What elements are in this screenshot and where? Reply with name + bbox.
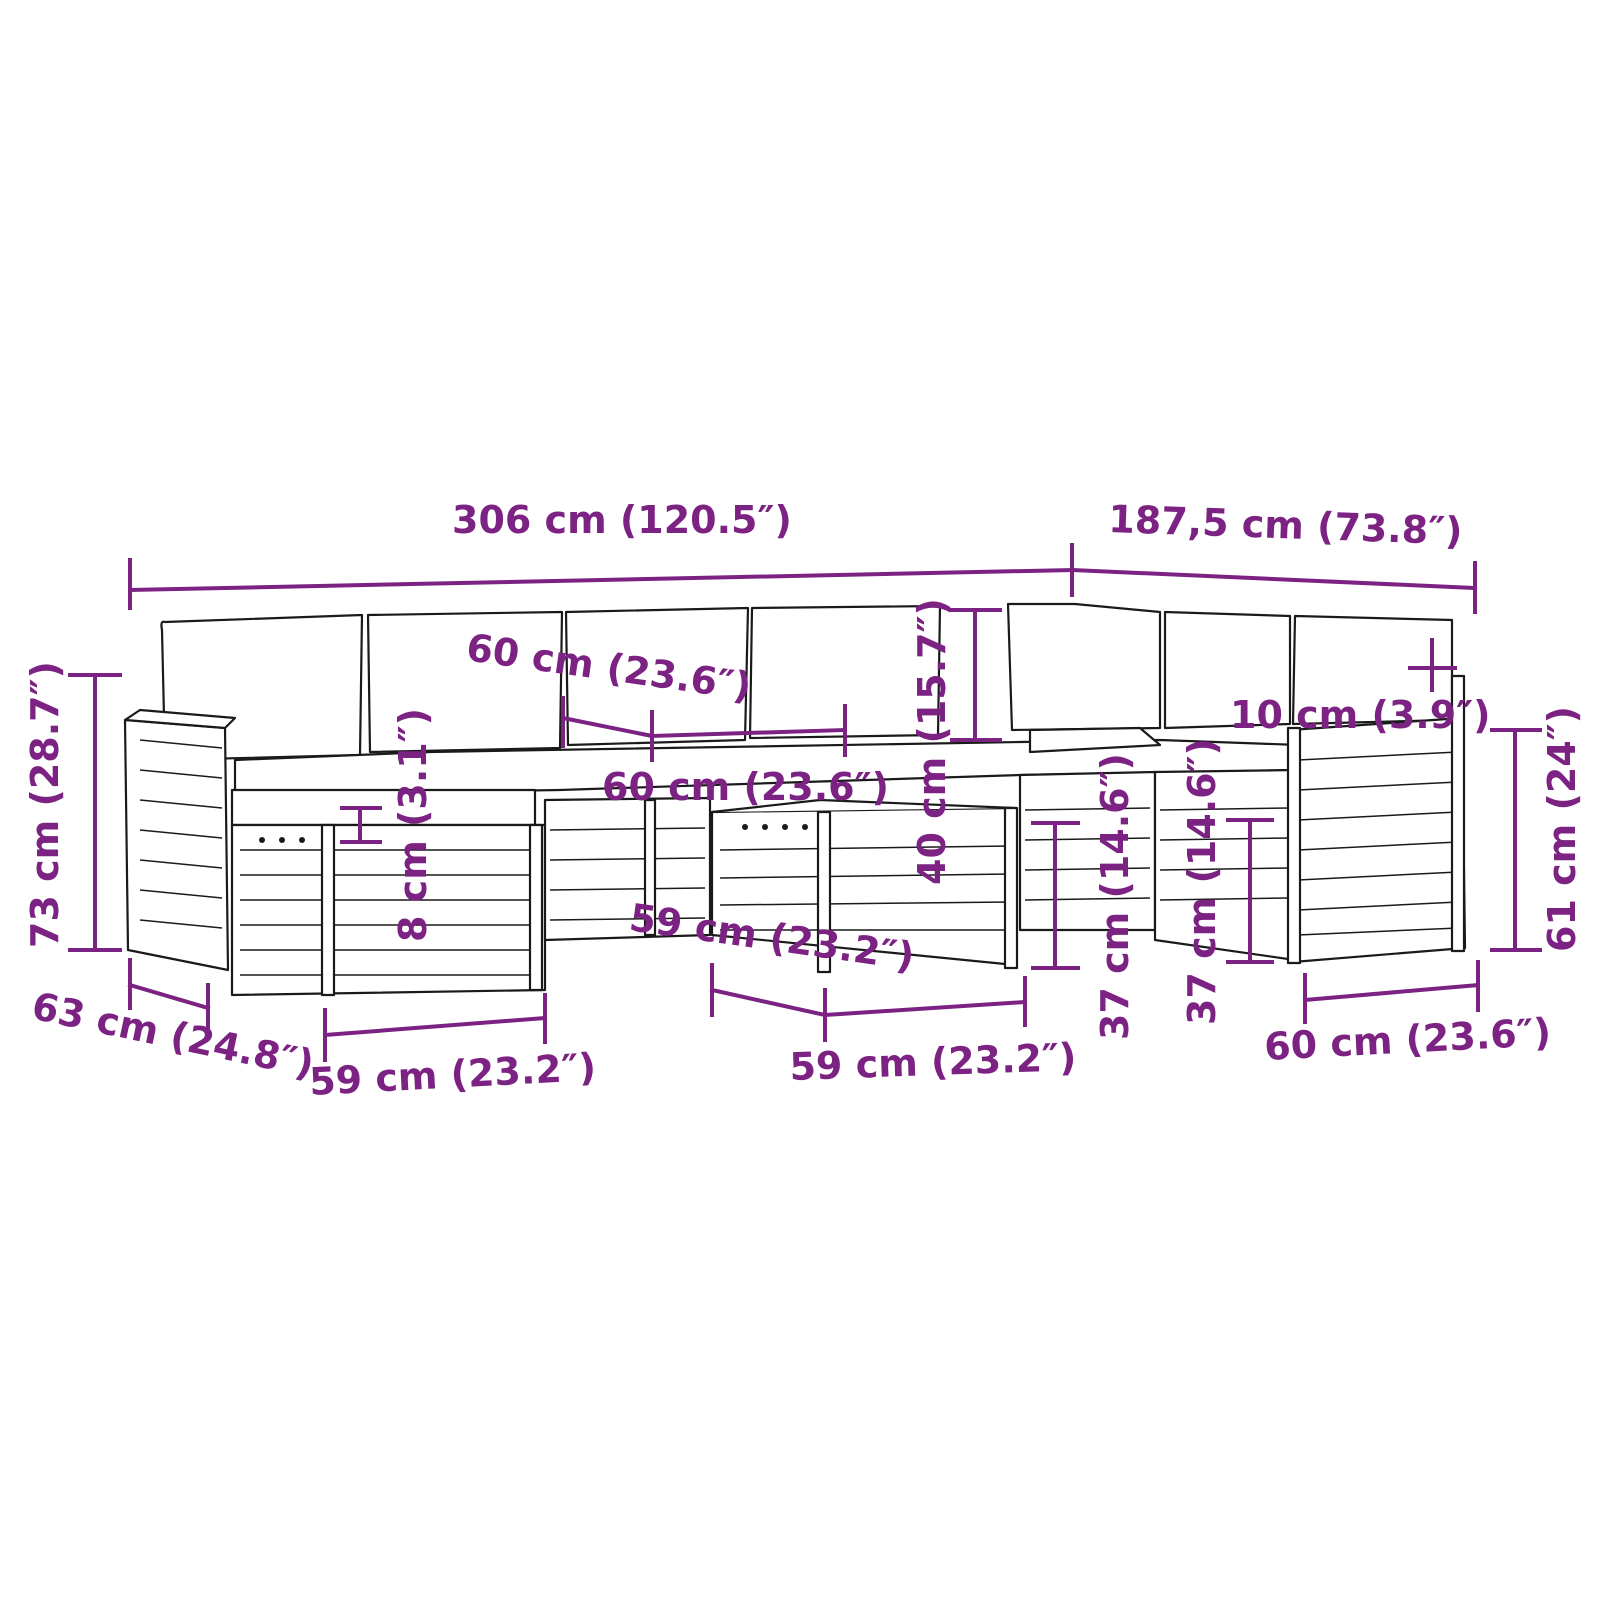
sofa-set-drawing <box>123 602 1467 997</box>
dimension-lines <box>68 543 1542 1062</box>
label-armrest-width: 10 cm (3.9″) <box>1230 693 1491 737</box>
label-total-height: 73 cm (28.7″) <box>23 661 67 948</box>
right-armrest <box>1286 674 1467 965</box>
label-table-depth: 59 cm (23.2″) <box>789 1035 1077 1089</box>
middle-seat-bases <box>543 796 712 942</box>
label-seat-height-1: 37 cm (14.6″) <box>1093 753 1137 1040</box>
label-total-width: 306 cm (120.5″) <box>452 498 792 542</box>
label-cushion-thickness: 8 cm (3.1″) <box>391 708 435 942</box>
coffee-table <box>710 798 1019 974</box>
left-armrest <box>123 708 237 972</box>
label-seat-height-2: 37 cm (14.6″) <box>1180 738 1224 1025</box>
label-arm-height: 61 cm (24″) <box>1540 706 1584 952</box>
label-footstool-width: 59 cm (23.2″) <box>308 1045 597 1104</box>
label-side-width: 187,5 cm (73.8″) <box>1108 497 1464 553</box>
seat-cushions <box>233 726 1302 797</box>
label-back-cushion-height: 40 cm (15.7″) <box>910 598 954 885</box>
label-seat-width: 60 cm (23.6″) <box>602 765 889 809</box>
footstool-left <box>230 788 547 997</box>
right-seat-bases <box>1018 768 1297 962</box>
